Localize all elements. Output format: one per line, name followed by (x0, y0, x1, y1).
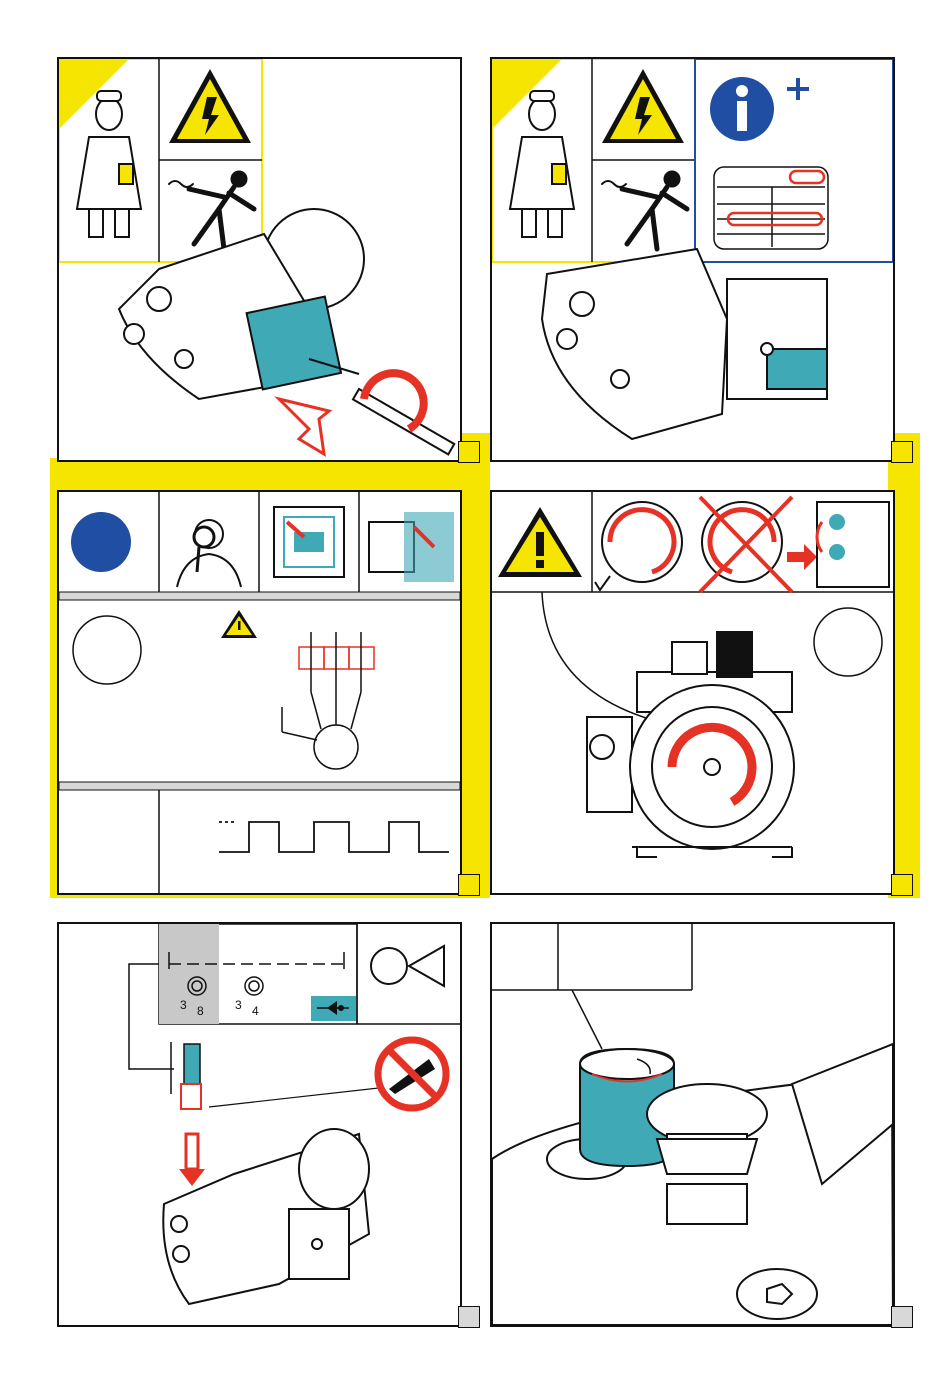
screwdriver-icon (279, 373, 454, 454)
port-label-b: 8 (197, 1004, 204, 1018)
step-marker (891, 874, 913, 896)
port-label-a: 3 (235, 998, 242, 1012)
remove-arrow-icon (279, 399, 329, 454)
port-label-b: 4 (252, 1004, 259, 1018)
step-marker (891, 441, 913, 463)
motor-front-view (587, 632, 794, 857)
panel-wiring (57, 490, 462, 895)
step-marker (891, 1306, 913, 1328)
panel-rotation (490, 490, 895, 895)
electrician-icon (510, 91, 574, 237)
electrocution-icon (169, 173, 254, 249)
terminal-box-icon (369, 512, 454, 582)
warning-icon (221, 610, 257, 638)
panel-6-illustration (492, 924, 893, 1325)
electrician-icon (77, 91, 141, 237)
panel-check-valve: 3 8 3 4 (57, 922, 462, 1327)
panel-filter (490, 922, 895, 1327)
panel-4-illustration (492, 492, 893, 893)
panel-1-illustration (59, 59, 460, 460)
motor-icon (282, 632, 374, 769)
wiring-diagram-icon (274, 507, 344, 577)
panel-rating-plate (490, 57, 895, 462)
rating-plate-icon (714, 167, 828, 249)
electric-hazard-icon (169, 69, 251, 143)
swap-phases-icon (787, 502, 889, 587)
rotation-correct-icon (595, 502, 682, 590)
terminal-box-cover-icon (247, 297, 341, 390)
step-marker (458, 441, 480, 463)
pump-drawing (119, 209, 364, 399)
warning-icon (498, 507, 582, 577)
no-oil-icon (378, 1040, 446, 1108)
rotation-wrong-icon (700, 497, 792, 592)
electrocution-icon (602, 173, 687, 249)
panel-5-illustration: 3 8 3 4 (59, 924, 460, 1325)
check-valve-icon (311, 996, 356, 1021)
step-marker (458, 874, 480, 896)
blue-dot-icon (71, 512, 131, 572)
panel-3-illustration (59, 492, 460, 893)
pulse-diagram (219, 822, 449, 852)
panel-disconnect-power (57, 57, 462, 462)
electric-hazard-icon (602, 69, 684, 143)
pump-drawing (542, 249, 827, 439)
compressor-symbol-icon (371, 946, 444, 986)
valve-fitting (171, 1042, 205, 1186)
drain-plug (737, 1269, 817, 1319)
step-marker (458, 1306, 480, 1328)
inspector-icon (177, 520, 241, 587)
port-label-a: 3 (180, 998, 187, 1012)
panel-2-illustration (492, 59, 893, 460)
